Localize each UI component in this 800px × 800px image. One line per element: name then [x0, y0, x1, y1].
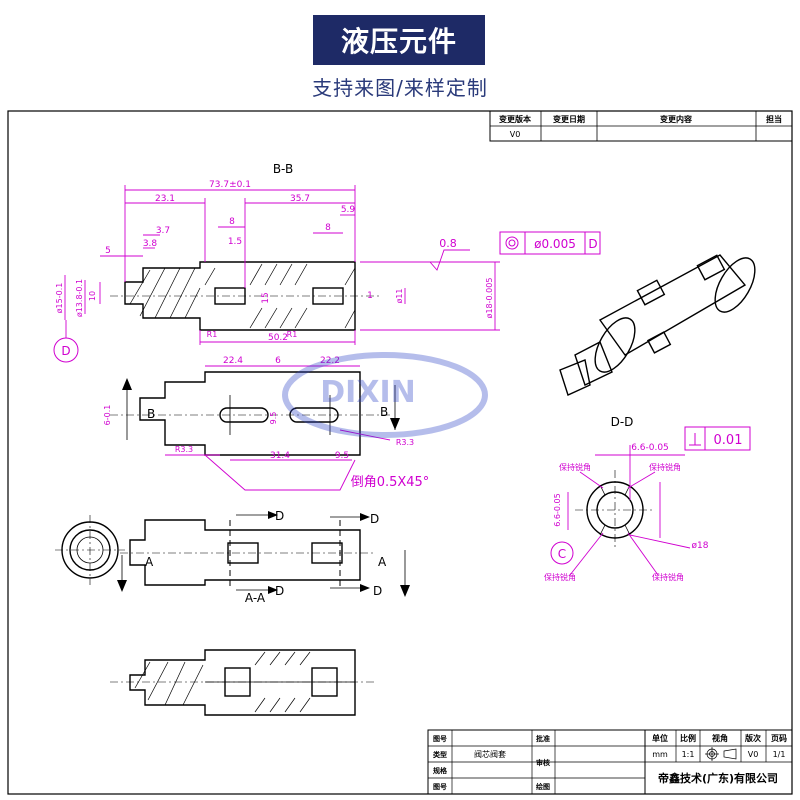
label-d-bottom-left: D: [275, 584, 284, 598]
keep-sharp-4: 保持锐角: [652, 572, 684, 582]
label-d-bottom-right: D: [373, 584, 382, 598]
dim-6-6-side: 6.6-0.05: [553, 493, 562, 526]
sheet-border: [7, 110, 793, 795]
rev-header-date: 变更日期: [553, 114, 585, 124]
dim-6-6-top: 6.6-0.05: [631, 443, 669, 453]
tb-header-view: 视角: [712, 733, 728, 743]
tb-header-version: 版次: [744, 733, 761, 743]
tb-header-scale: 比例: [680, 733, 696, 743]
dim-10: 10: [88, 291, 97, 301]
perpendicularity-value: 0.01: [714, 433, 743, 448]
perpendicularity-icon: [689, 433, 701, 446]
keep-sharp-3: 保持锐角: [544, 572, 576, 582]
rev-header-content: 变更内容: [660, 114, 692, 124]
tb-header-unit: 单位: [652, 733, 668, 743]
view-label-b-right: B: [380, 405, 388, 419]
concentricity-datum: D: [588, 237, 597, 251]
dim-1-5: 1.5: [228, 237, 242, 247]
tb-value-scale: 1:1: [682, 750, 695, 759]
banner-subtitle: 支持来图/来样定制: [312, 76, 488, 100]
view-title-aa: A-A: [245, 591, 266, 605]
revision-table: 变更版本 变更日期 变更内容 担当 V0: [489, 110, 793, 142]
dim-phi18: ø18-0.005: [485, 278, 494, 319]
label-a-right: A: [378, 555, 387, 569]
tb-header-page: 页码: [771, 734, 787, 743]
tb-label-spec: 规格: [433, 766, 448, 775]
rev-header-version: 变更版本: [499, 114, 531, 124]
isometric-view: [559, 254, 756, 396]
chamfer-note: 倒角0.5X45°: [351, 475, 430, 490]
tb-value-version: V0: [748, 750, 759, 759]
dim-8-right: 8: [325, 223, 331, 233]
tb-company: 帝鑫技术(广东)有限公司: [658, 771, 778, 785]
dim-8-left: 8: [229, 217, 235, 227]
dim-5: 5: [105, 246, 111, 256]
banner-title: 液压元件: [313, 15, 485, 65]
dim-23-1: 23.1: [155, 194, 175, 204]
dim-9-5-vert: 9.5: [269, 412, 278, 425]
concentricity-value: ø0.005: [534, 237, 576, 251]
dim-5-9: 5.9: [341, 205, 356, 215]
dim-r3-3-right: R3.3: [396, 438, 414, 447]
keep-sharp-2: 保持锐角: [649, 462, 681, 472]
dim-phi15: ø15-0.1: [55, 283, 64, 314]
dim-22-4: 22.4: [223, 356, 243, 366]
dim-35-7: 35.7: [290, 194, 310, 204]
dim-r1-left: R1: [207, 330, 218, 339]
dim-phi18-dd: ø18: [692, 541, 709, 551]
dim-overall: 73.7±0.1: [209, 180, 251, 190]
label-d-top-right: D: [370, 512, 379, 526]
tb-label-drawing-no: 图号: [433, 734, 447, 743]
label-d-top-left: D: [275, 509, 284, 523]
dim-r1-right: R1: [287, 330, 298, 339]
view-aa: D D D D A A A-A: [55, 509, 410, 605]
dim-phi11: ø11: [395, 288, 404, 303]
dixin-watermark: DIXIN: [282, 352, 488, 438]
view-dd-dimensions: 0.01 6.6-0.05 6.6-0.05 ø18 保持锐角 保持锐角 保持锐…: [544, 426, 751, 582]
dim-22-2: 22.2: [320, 356, 340, 366]
tb-type-value: 阀芯阀套: [474, 749, 506, 759]
keep-sharp-1: 保持锐角: [559, 462, 591, 472]
view-label-b-left: B: [147, 407, 155, 421]
dim-3-7: 3.7: [156, 226, 170, 236]
tb-value-unit: mm: [652, 750, 668, 759]
tb-label-approve: 批准: [536, 734, 550, 743]
view-title-bb: B-B: [273, 162, 293, 176]
dim-50-2: 50.2: [268, 333, 288, 343]
front-view-2-dimensions: 22.4 6 22.2 6-0.1 9.5 R3.3 R3.3 31.4 9.5…: [103, 356, 430, 491]
tb-label-draw: 绘图: [536, 782, 550, 791]
view-title-dd: D-D: [611, 415, 634, 429]
dim-r3-3-left: R3.3: [175, 445, 193, 454]
rev-version-value: V0: [510, 130, 521, 139]
concentricity-icon: [505, 236, 519, 250]
dim-6-tol: 6-0.1: [103, 405, 112, 426]
rev-header-owner: 担当: [766, 114, 782, 124]
title-block: 图号 类型 规格 图号 阀芯阀套 批准 审核 绘图 单位 比例 视角 版次 页码…: [427, 729, 793, 795]
tb-label-type: 类型: [433, 750, 447, 759]
dim-phi13-8: ø13.8-0.1: [75, 279, 84, 317]
tb-label-review: 审核: [536, 758, 550, 767]
roughness-value: 0.8: [439, 237, 457, 250]
front-view-2: B B: [110, 371, 400, 456]
dim-3-8: 3.8: [143, 239, 158, 249]
label-a-left: A: [145, 555, 154, 569]
dim-6: 6: [275, 356, 281, 366]
projection-symbol-icon: [705, 747, 737, 761]
section-bb-dimensions: 73.7±0.1 23.1 35.7 8 8 5.9 3.7 3.8 1.5 5…: [53, 180, 601, 363]
dim-1: 1: [367, 291, 373, 301]
dim-9-5: 9.5: [335, 451, 349, 461]
datum-d-label: D: [61, 344, 70, 358]
dim-31-4: 31.4: [270, 451, 290, 461]
datum-c-label: C: [558, 547, 566, 561]
tb-value-page: 1/1: [773, 750, 786, 759]
datum-c-circle: [550, 541, 574, 565]
bottom-section-view: [110, 649, 375, 716]
watermark-text: DIXIN: [320, 375, 415, 410]
dim-15: 15: [261, 292, 271, 303]
tb-label-drawing-no-2: 图号: [433, 782, 447, 791]
